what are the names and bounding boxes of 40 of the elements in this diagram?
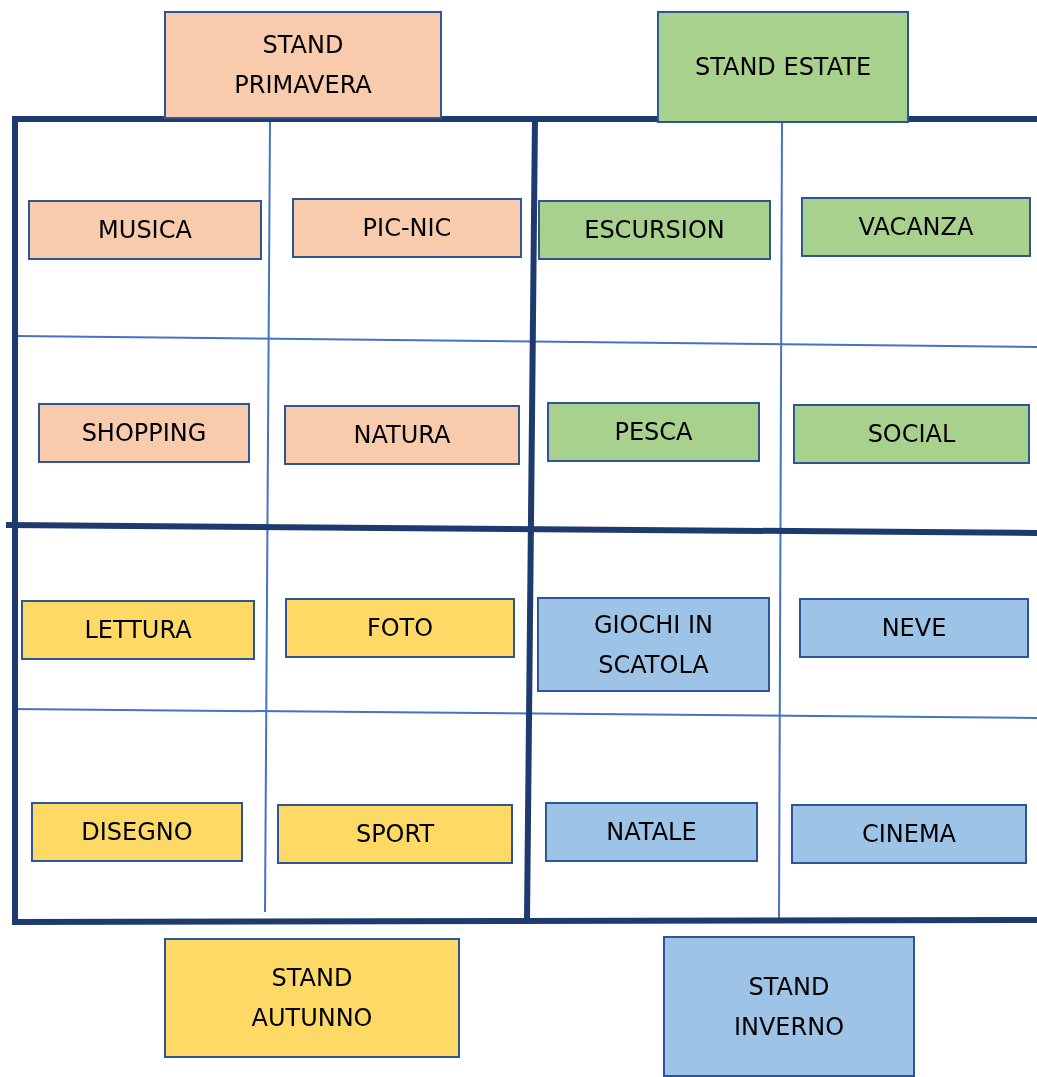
label-box <box>38 403 250 463</box>
label-box <box>799 598 1029 658</box>
label-box <box>793 404 1030 464</box>
label-box <box>537 597 770 692</box>
label-text: PESCA <box>614 417 693 448</box>
label-box <box>547 402 760 462</box>
label-box <box>545 802 758 862</box>
label-box <box>31 802 243 862</box>
label-text: STAND PRIMAVERA <box>233 30 373 101</box>
label-text: ESCURSION <box>584 215 725 246</box>
label-box <box>21 600 255 660</box>
label-text: NEVE <box>881 613 947 644</box>
label-text: STAND INVERNO <box>732 971 846 1043</box>
label-text: SPORT <box>355 819 435 850</box>
label-text: DISEGNO <box>81 817 193 848</box>
label-text: STAND AUTUNNO <box>250 963 374 1034</box>
label-box <box>292 198 522 258</box>
label-box <box>791 804 1027 864</box>
label-box <box>164 11 442 119</box>
label-box <box>28 200 262 260</box>
label-text: LETTURA <box>84 615 192 646</box>
label-text: PIC-NIC <box>362 213 452 244</box>
label-text: SHOPPING <box>81 418 207 449</box>
label-box <box>663 936 915 1077</box>
label-text: FOTO <box>366 613 434 644</box>
label-text: NATURA <box>353 420 451 451</box>
label-box <box>657 11 909 123</box>
label-box <box>538 200 771 260</box>
label-text: VACANZA <box>858 212 974 243</box>
label-box <box>801 197 1031 257</box>
label-text: STAND ESTATE <box>694 52 872 83</box>
label-text: NATALE <box>606 817 697 848</box>
label-box <box>277 804 513 864</box>
label-text: SOCIAL <box>867 419 956 450</box>
label-text: CINEMA <box>861 819 957 850</box>
label-box <box>284 405 520 465</box>
label-text: MUSICA <box>98 215 192 246</box>
label-text: GIOCHI IN SCATOLA <box>592 609 715 681</box>
label-box <box>164 938 460 1058</box>
label-box <box>285 598 515 658</box>
